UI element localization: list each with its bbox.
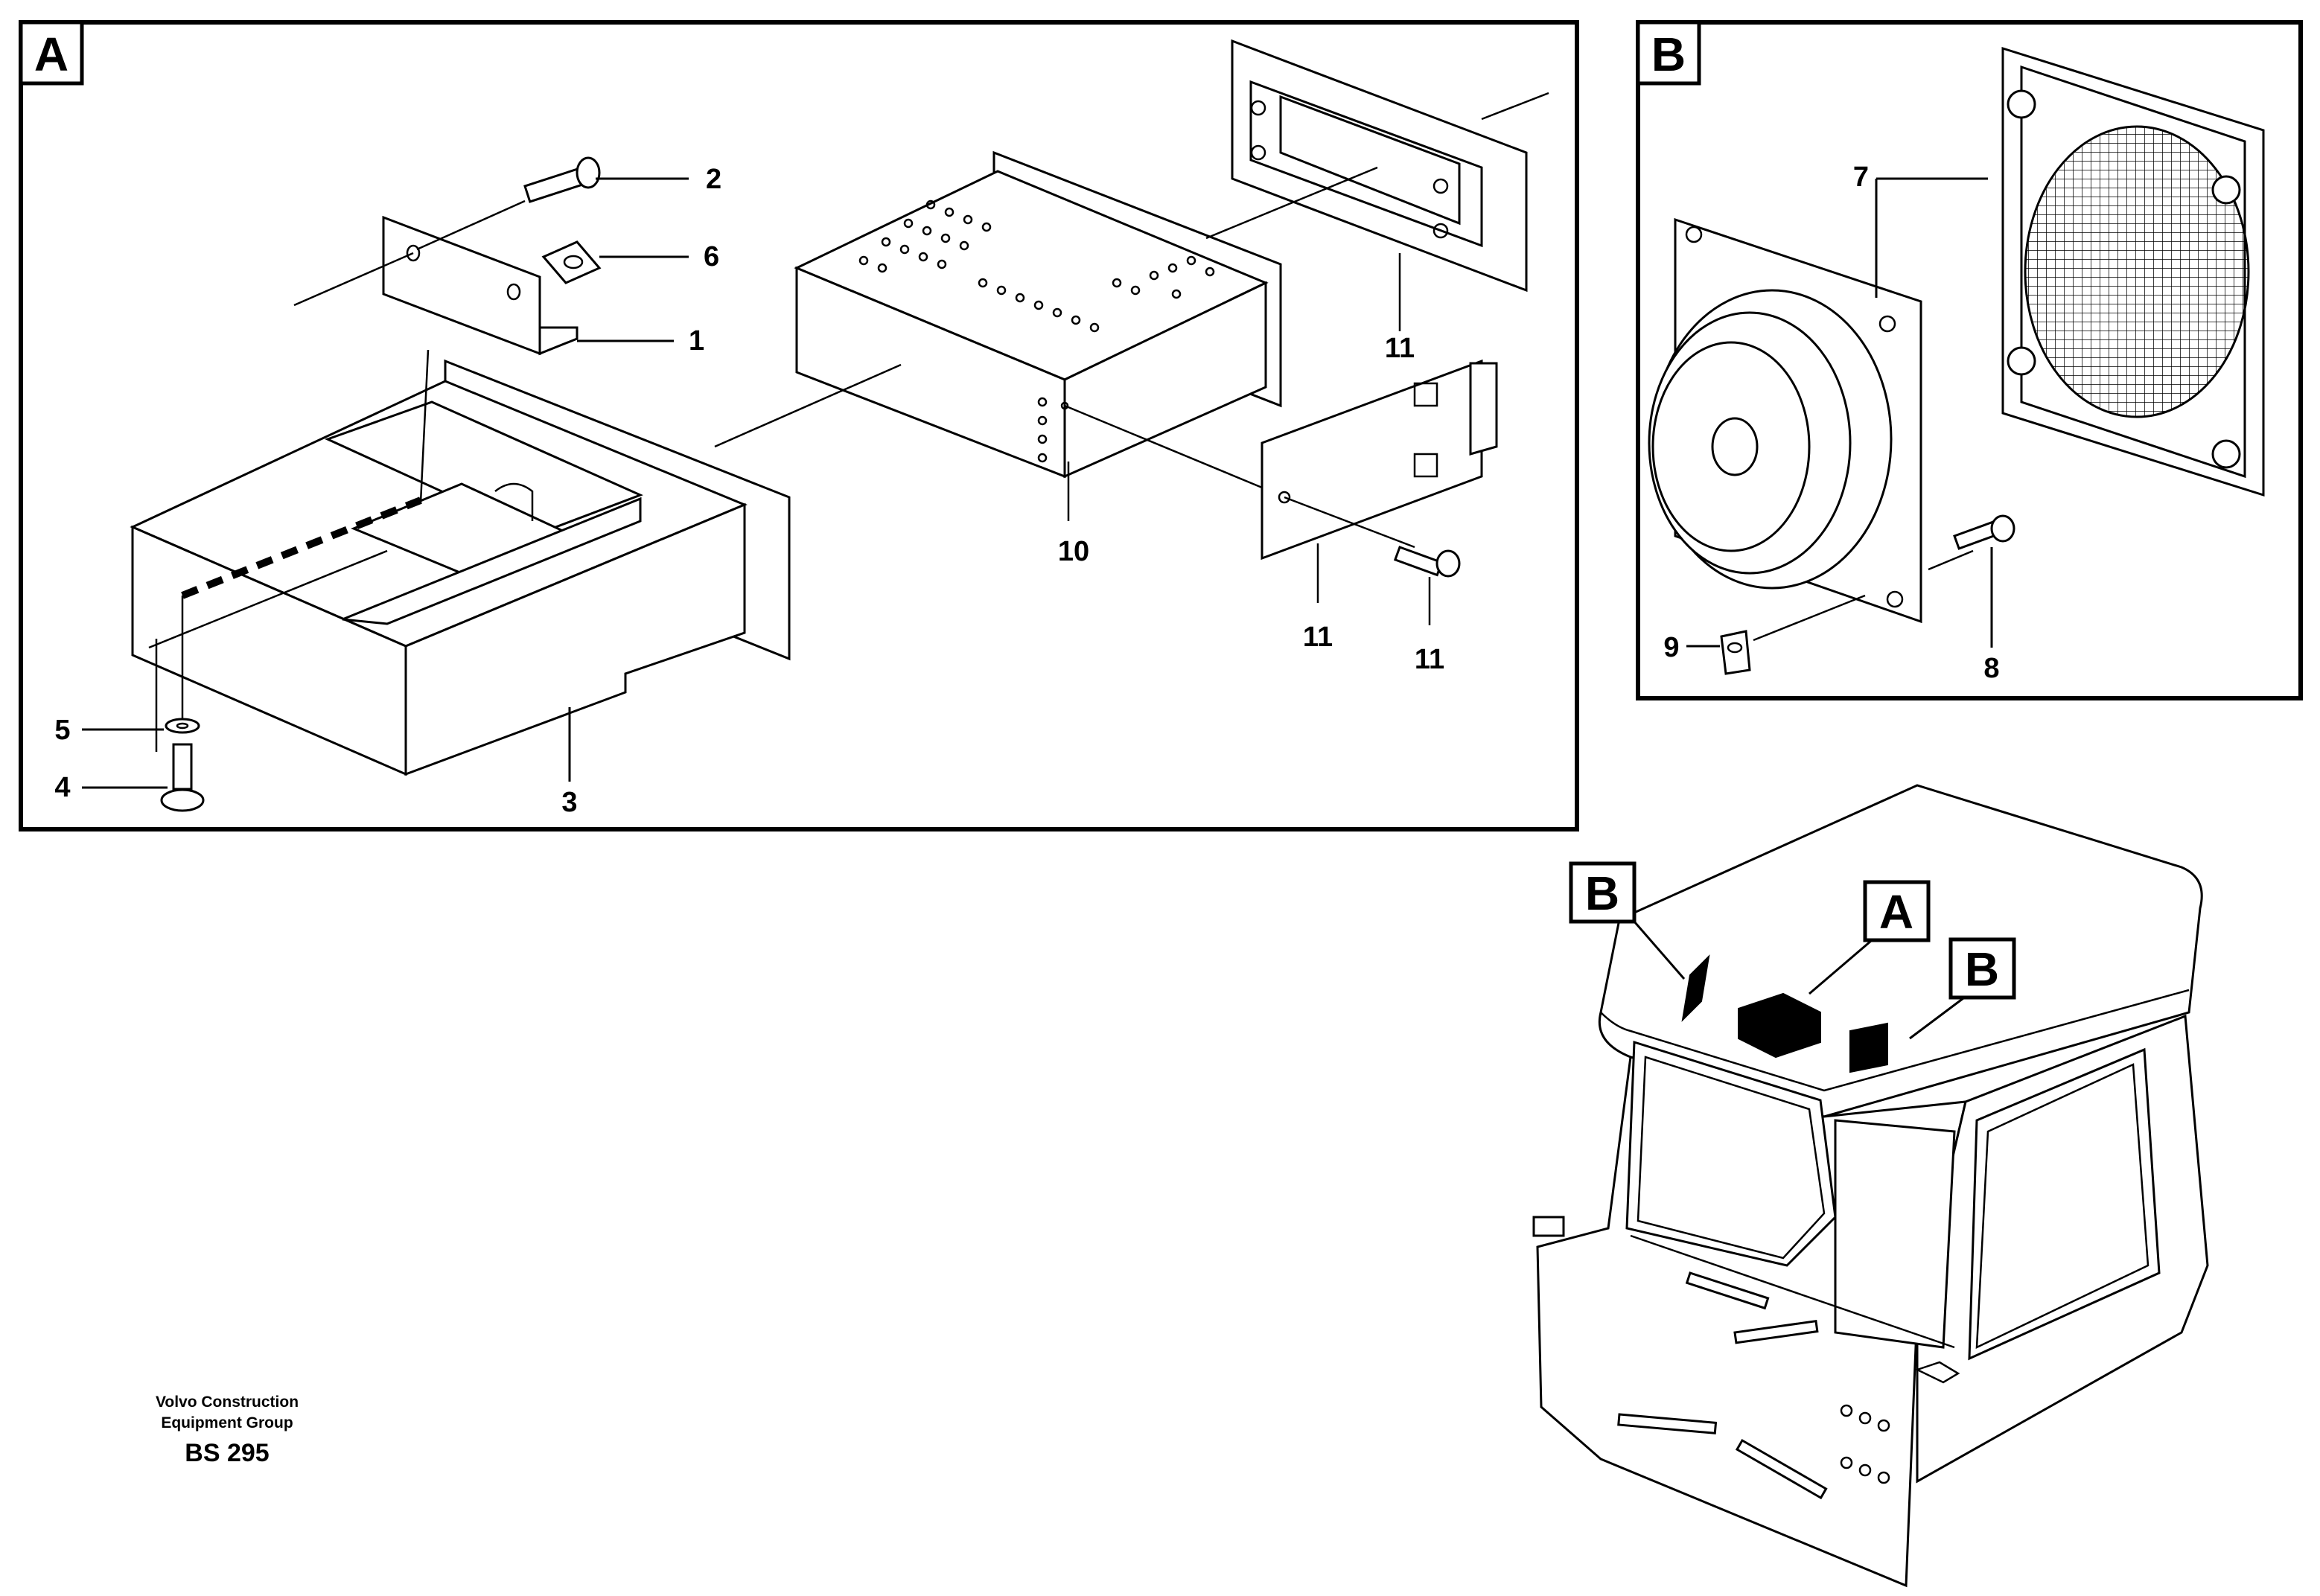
cab-marker-b-left: B xyxy=(1585,866,1619,920)
panel-a-frame xyxy=(19,20,1579,831)
speaker-marker-left xyxy=(1681,954,1710,1022)
cab-marker-a: A xyxy=(1879,885,1913,939)
screw-2 xyxy=(416,156,601,251)
callout-5: 5 xyxy=(54,715,70,746)
callout-9: 9 xyxy=(1663,632,1679,663)
speaker-grille xyxy=(2001,46,2265,497)
callout-3: 3 xyxy=(561,787,577,818)
footer-company-line2: Equipment Group xyxy=(161,1414,293,1431)
bolt-and-washer xyxy=(160,718,205,812)
mounting-plate xyxy=(1064,359,1498,603)
panel-a: A xyxy=(19,20,1579,831)
footer: Volvo Construction Equipment Group BS 29… xyxy=(156,1394,299,1467)
callout-10: 10 xyxy=(1058,536,1089,567)
screw-8 xyxy=(1928,514,2015,648)
callout-8: 8 xyxy=(1983,653,1999,684)
callout-7: 7 xyxy=(1853,162,1869,193)
footer-company-line1: Volvo Construction xyxy=(156,1394,299,1411)
radio-unit xyxy=(714,150,1282,521)
mounting-box xyxy=(130,349,791,776)
callout-6: 6 xyxy=(704,241,719,272)
radio-marker xyxy=(1738,992,1821,1059)
callout-4: 4 xyxy=(54,772,70,803)
front-panel xyxy=(1205,39,1549,331)
callout-11-screw: 11 xyxy=(1415,644,1444,675)
panel-b-letter: B xyxy=(1651,28,1686,81)
callout-1: 1 xyxy=(689,325,704,357)
speaker xyxy=(1648,217,1922,624)
footer-drawing-code: BS 295 xyxy=(185,1439,269,1467)
leader-lines-a xyxy=(82,177,689,789)
screw-11 xyxy=(1393,546,1461,625)
panel-b-letter-box xyxy=(1636,20,1701,86)
speaker-marker-right xyxy=(1849,1022,1888,1073)
clip-6 xyxy=(541,240,602,284)
panel-a-letter: A xyxy=(34,28,68,81)
panel-a-letter-box xyxy=(19,20,84,86)
callout-11-plate: 11 xyxy=(1303,622,1333,653)
cab-illustration: B A B xyxy=(1532,784,2209,1588)
callout-2: 2 xyxy=(706,164,721,195)
clip-9 xyxy=(1686,594,1866,675)
vent-holes xyxy=(858,200,1215,463)
panel-b-frame xyxy=(1636,20,2303,700)
panel-b: B xyxy=(1636,20,2303,700)
bracket xyxy=(293,215,579,356)
cab-marker-b-right: B xyxy=(1965,942,1999,996)
callout-11-top: 11 xyxy=(1385,333,1415,364)
